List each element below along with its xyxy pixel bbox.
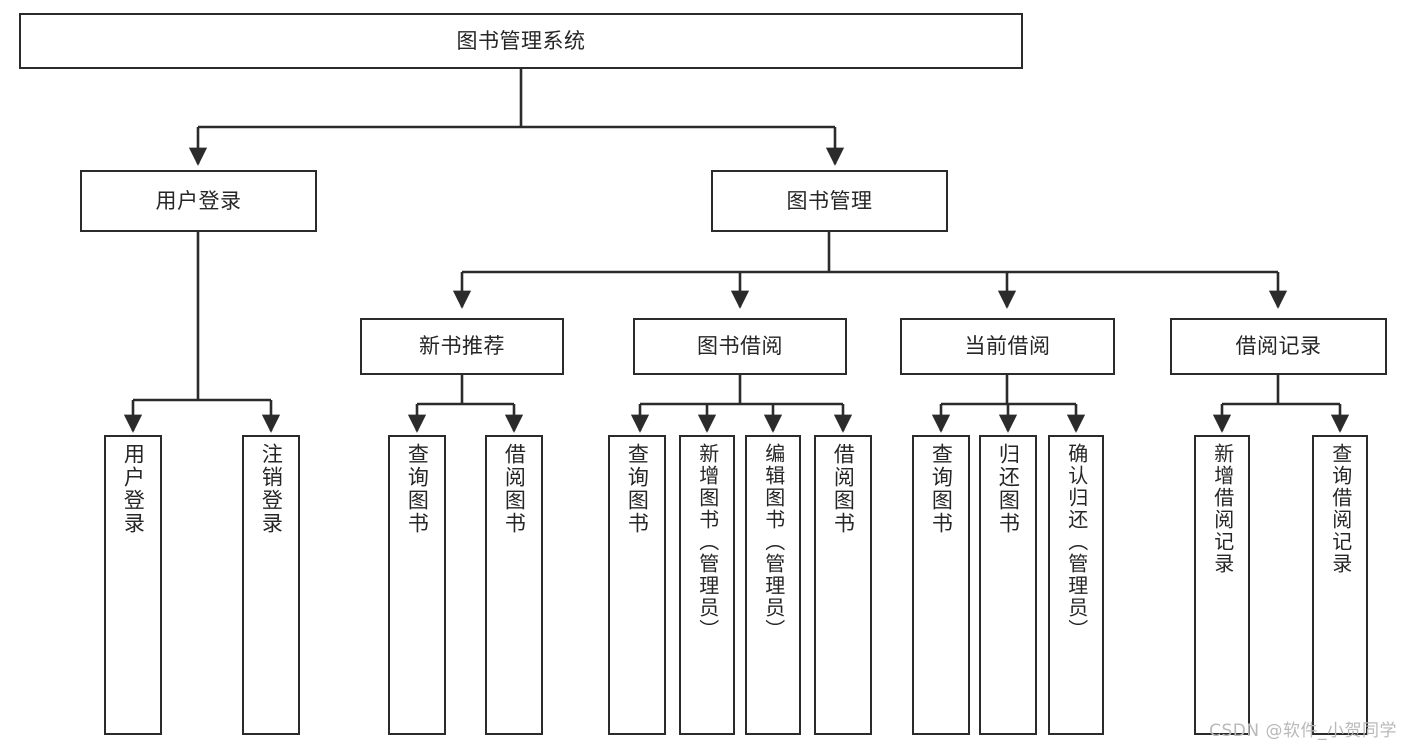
node-leaf-query-book-2-label: 查询图书 bbox=[625, 443, 650, 535]
node-leaf-user-login[interactable]: 用户登录 bbox=[104, 435, 162, 735]
node-root[interactable]: 图书管理系统 bbox=[19, 13, 1023, 69]
node-leaf-query-record-label: 查询借阅记录 bbox=[1328, 443, 1353, 575]
node-new-book-recommend[interactable]: 新书推荐 bbox=[360, 318, 564, 375]
node-leaf-query-book-1-label: 查询图书 bbox=[405, 443, 430, 535]
node-leaf-logout-label: 注销登录 bbox=[259, 443, 284, 535]
node-current-borrow-label: 当前借阅 bbox=[964, 334, 1051, 359]
node-leaf-query-book-1[interactable]: 查询图书 bbox=[388, 435, 446, 735]
node-borrow-record-label: 借阅记录 bbox=[1235, 334, 1322, 359]
node-leaf-query-book-3-label: 查询图书 bbox=[929, 443, 954, 535]
node-leaf-edit-book-label: 编辑图书（管理员） bbox=[761, 443, 786, 641]
node-user-login[interactable]: 用户登录 bbox=[80, 170, 317, 232]
node-leaf-borrow-book-1[interactable]: 借阅图书 bbox=[485, 435, 543, 735]
node-leaf-query-record[interactable]: 查询借阅记录 bbox=[1312, 435, 1368, 735]
node-book-manage[interactable]: 图书管理 bbox=[711, 170, 948, 232]
node-leaf-borrow-book-2[interactable]: 借阅图书 bbox=[814, 435, 872, 735]
node-leaf-return-book[interactable]: 归还图书 bbox=[979, 435, 1037, 735]
node-current-borrow[interactable]: 当前借阅 bbox=[900, 318, 1115, 375]
node-leaf-return-book-label: 归还图书 bbox=[996, 443, 1021, 535]
node-leaf-add-book[interactable]: 新增图书（管理员） bbox=[679, 435, 735, 735]
node-leaf-logout[interactable]: 注销登录 bbox=[242, 435, 300, 735]
node-root-label: 图书管理系统 bbox=[456, 28, 586, 53]
node-leaf-borrow-book-1-label: 借阅图书 bbox=[502, 443, 527, 535]
node-leaf-confirm-return[interactable]: 确认归还（管理员） bbox=[1048, 435, 1104, 735]
watermark: CSDN @软件_小贺同学 bbox=[1209, 721, 1397, 741]
node-new-book-recommend-label: 新书推荐 bbox=[419, 334, 505, 359]
node-leaf-edit-book[interactable]: 编辑图书（管理员） bbox=[745, 435, 801, 735]
node-user-login-label: 用户登录 bbox=[155, 188, 242, 213]
node-leaf-confirm-return-label: 确认归还（管理员） bbox=[1064, 443, 1089, 641]
node-book-borrow[interactable]: 图书借阅 bbox=[633, 318, 847, 375]
node-leaf-add-record[interactable]: 新增借阅记录 bbox=[1194, 435, 1250, 735]
node-leaf-user-login-label: 用户登录 bbox=[121, 443, 146, 535]
node-leaf-query-book-3[interactable]: 查询图书 bbox=[912, 435, 970, 735]
node-borrow-record[interactable]: 借阅记录 bbox=[1170, 318, 1387, 375]
node-leaf-query-book-2[interactable]: 查询图书 bbox=[608, 435, 666, 735]
node-book-borrow-label: 图书借阅 bbox=[697, 334, 783, 359]
node-book-manage-label: 图书管理 bbox=[786, 188, 873, 213]
node-leaf-borrow-book-2-label: 借阅图书 bbox=[831, 443, 856, 535]
node-leaf-add-book-label: 新增图书（管理员） bbox=[695, 443, 720, 641]
node-leaf-add-record-label: 新增借阅记录 bbox=[1210, 443, 1235, 575]
